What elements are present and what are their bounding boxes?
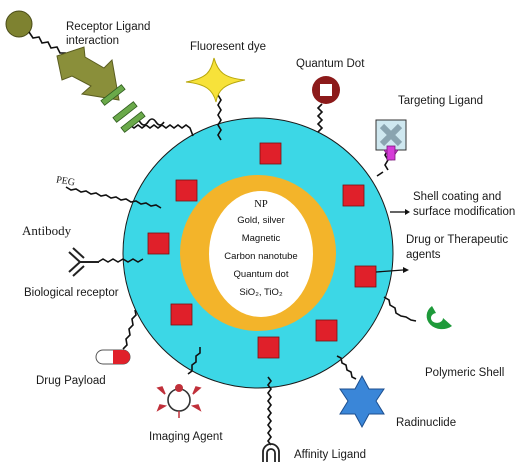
label-biological-receptor: Biological receptor xyxy=(24,287,119,299)
linker-drug-payload xyxy=(122,309,137,350)
antibody-icon xyxy=(68,247,99,277)
linker-polymeric xyxy=(383,296,417,322)
linker-antibody xyxy=(97,258,144,263)
linker-quantum-dot xyxy=(316,103,324,133)
drug-square xyxy=(354,265,377,288)
ligand-ball-icon xyxy=(5,10,33,38)
core-line-5: SiO₂, TiO₂ xyxy=(239,287,283,298)
label-polymeric-shell: Polymeric Shell xyxy=(425,367,505,379)
drug-square xyxy=(342,184,365,207)
drug-square xyxy=(259,142,282,165)
drug-payload-icon xyxy=(95,349,131,365)
linker-peg xyxy=(65,186,162,209)
label-peg: PEG xyxy=(55,174,76,189)
fluorescent-dye-icon xyxy=(185,57,246,103)
drug-square xyxy=(147,232,170,255)
drug-square xyxy=(170,303,193,326)
ligand-linker xyxy=(28,31,66,54)
label-affinity-ligand: Affinity Ligand xyxy=(294,449,367,461)
linker-dye xyxy=(217,94,222,141)
receptor-icon xyxy=(100,84,146,133)
core-line-3: Carbon nanotube xyxy=(224,251,298,262)
core-line-4: Quantum dot xyxy=(233,269,289,280)
drug-agent-arrow-icon xyxy=(375,269,404,273)
linker-receptor xyxy=(129,118,194,137)
linker-affinity xyxy=(267,376,272,446)
core-line-2: Magnetic xyxy=(241,233,281,244)
nanoparticle-core xyxy=(209,191,313,317)
label-quantum-dot: Quantum Dot xyxy=(296,58,365,70)
imaging-agent-icon xyxy=(156,384,202,418)
drug-squares xyxy=(147,142,377,359)
label-drug-therapeutic-1: Drug or Therapeutic xyxy=(406,234,509,246)
label-fluorescent-dye: Fluoresent dye xyxy=(190,41,267,53)
label-drug-payload: Drug Payload xyxy=(36,375,106,387)
core-np: NP xyxy=(254,199,268,210)
targeting-ligand-icon xyxy=(375,119,407,161)
label-targeting-ligand: Targeting Ligand xyxy=(398,95,484,107)
binding-arrow-icon xyxy=(56,46,120,101)
radionuclide-icon xyxy=(339,374,385,429)
polymeric-shell-icon xyxy=(426,306,452,330)
label-antibody: Antibody xyxy=(22,223,72,238)
label-receptor-ligand-2: interaction xyxy=(66,35,120,47)
linker-radionuclide xyxy=(336,355,357,380)
linker-imaging xyxy=(187,347,201,375)
label-drug-therapeutic-2: agents xyxy=(406,249,441,261)
drug-square xyxy=(315,319,338,342)
drug-square xyxy=(175,179,198,202)
label-radionuclide: Radinuclide xyxy=(396,417,457,429)
label-shell-coating-2: surface modification xyxy=(413,206,516,218)
core-line-1: Gold, silver xyxy=(237,215,285,226)
label-imaging-agent: Imaging Agent xyxy=(149,431,223,443)
drug-square xyxy=(257,336,280,359)
label-shell-coating-1: Shell coating and xyxy=(413,191,502,203)
quantum-dot-center xyxy=(320,84,332,96)
label-receptor-ligand-1: Receptor Ligand xyxy=(66,21,151,33)
affinity-ligand-icon xyxy=(262,443,280,462)
